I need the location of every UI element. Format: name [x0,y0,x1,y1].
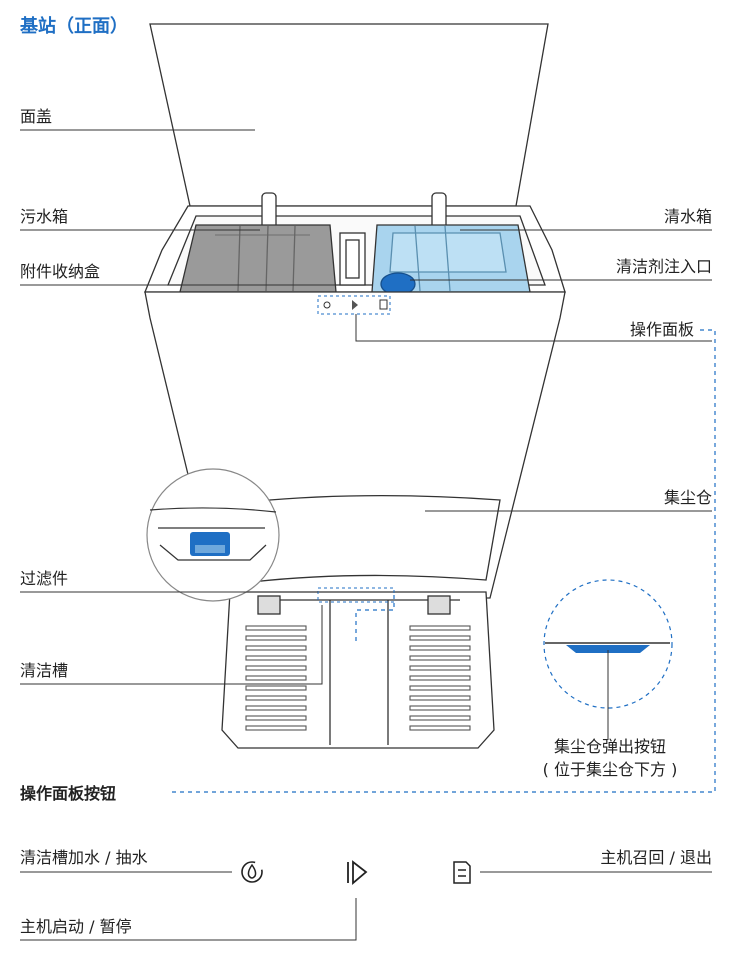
vent-slot [245,705,307,711]
vent-slot [245,625,307,631]
label-clean-tank: 清水箱 [663,207,712,226]
vent-slot [245,725,307,731]
label-accessory-box: 附件收纳盒 [20,262,101,281]
page-title: 基站（正面） [20,16,128,37]
label-dust-bin: 集尘仓 [663,488,712,507]
label-water-button: 清洁槽加水 / 抽水 [20,848,148,867]
return-dock-icon [453,861,471,884]
vent-slot [245,645,307,651]
dust-bin-shape [237,495,501,583]
vent-slot [409,705,471,711]
vent-slot [409,645,471,651]
vent-slot [409,725,471,731]
label-lid: 面盖 [20,107,53,126]
vent-slot [245,665,307,671]
play-pause-icon [347,860,368,885]
vent-slot [245,695,307,701]
label-eject-button: 集尘仓弹出按钮 [553,737,666,756]
label-control-panel: 操作面板 [629,320,694,339]
label-start-button: 主机启动 / 暂停 [20,917,132,936]
vent-slot [245,635,307,641]
label-cleaning-tray: 清洁槽 [20,661,69,680]
vent-slot [409,685,471,691]
label-filter: 过滤件 [20,569,69,588]
vent-slots [245,625,471,731]
vent-slot [409,655,471,661]
label-detergent-inlet: 清洁剂注入口 [615,257,712,276]
panel-section-title: 操作面板按钮 [20,784,117,803]
vent-slot [245,675,307,681]
filter-magnifier [146,468,280,602]
label-eject-button-note: ( 位于集尘仓下方 ) [542,760,678,779]
vent-slot [409,675,471,681]
vent-slot [409,635,471,641]
label-recall-button: 主机召回 / 退出 [600,848,712,867]
vent-slot [409,625,471,631]
vent-slot [245,715,307,721]
water-drop-icon [241,861,263,883]
lid-shape [149,23,549,207]
eject-button-shape [566,645,650,653]
panel-icons [241,860,471,885]
eject-magnifier [543,579,673,709]
vent-slot [245,685,307,691]
label-dirty-tank: 污水箱 [20,207,69,226]
vent-slot [409,695,471,701]
vent-slot [245,655,307,661]
vent-slot [409,665,471,671]
vent-slot [409,715,471,721]
